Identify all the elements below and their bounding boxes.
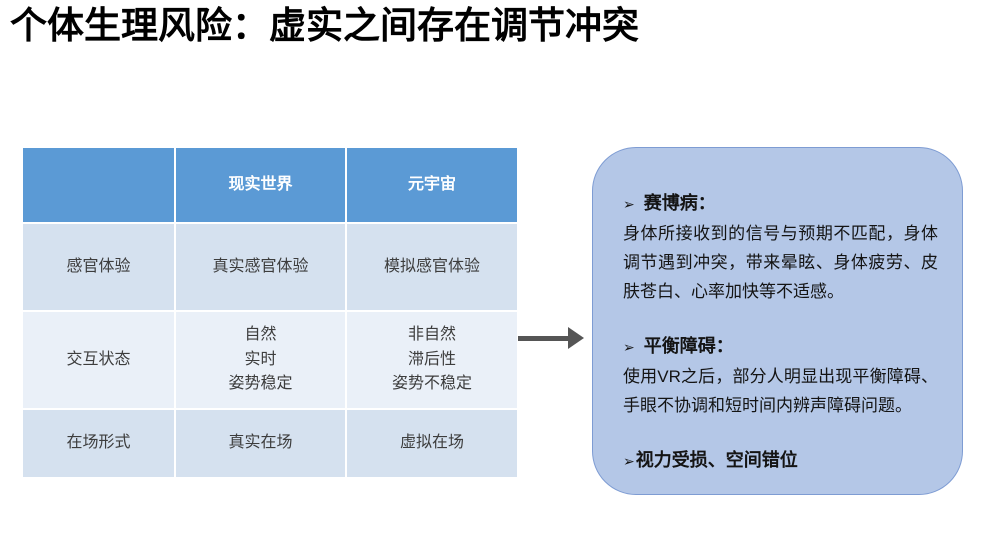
arrowhead-bullet-icon: ➢ (623, 453, 635, 469)
callout-body-text: 使用VR之后，部分人明显出现平衡障碍、手眼不协调和短时间内辨声障碍问题。 (623, 367, 938, 415)
table-row-label-interaction: 交互状态 (23, 312, 174, 408)
right-arrow-connector (518, 327, 584, 349)
callout-heading: ➢ 平衡障碍： (623, 331, 938, 362)
table-row-label-presence: 在场形式 (23, 410, 174, 477)
risk-callout-box: ➢ 赛博病： 身体所接收到的信号与预期不匹配，身体调节遇到冲突，带来晕眩、身体疲劳… (592, 147, 963, 495)
table-cell-interaction-metaverse: 非自然 滞后性 姿势不稳定 (347, 312, 517, 408)
table-cell-presence-metaverse: 虚拟在场 (347, 410, 517, 477)
callout-body-text: 身体所接收到的信号与预期不匹配，身体调节遇到冲突，带来晕眩、身体疲劳、皮肤苍白、… (623, 224, 938, 301)
arrow-head-icon (568, 327, 584, 349)
slide-title: 个体生理风险：虚实之间存在调节冲突 (10, 5, 639, 46)
table-cell-interaction-real: 自然 实时 姿势稳定 (176, 312, 345, 408)
callout-heading: ➢ 赛博病： (623, 188, 938, 219)
callout-heading: ➢视力受损、空间错位 (623, 445, 938, 476)
arrow-shaft (518, 335, 570, 341)
callout-heading-text: 视力受损、空间错位 (635, 450, 798, 470)
callout-section-cybersickness: ➢ 赛博病： 身体所接收到的信号与预期不匹配，身体调节遇到冲突，带来晕眩、身体疲劳… (623, 188, 938, 306)
table-header-real-world: 现实世界 (176, 148, 345, 222)
callout-heading-text: 平衡障碍： (643, 336, 734, 356)
comparison-table: 现实世界 元宇宙 感官体验 真实感官体验 模拟感官体验 交互状态 自然 实时 姿… (23, 148, 517, 477)
table-cell-presence-real: 真实在场 (176, 410, 345, 477)
callout-section-balance-disorder: ➢ 平衡障碍： 使用VR之后，部分人明显出现平衡障碍、手眼不协调和短时间内辨声障碍… (623, 331, 938, 420)
arrowhead-bullet-icon: ➢ (623, 339, 635, 355)
table-cell-sensory-real: 真实感官体验 (176, 224, 345, 310)
table-header-metaverse: 元宇宙 (347, 148, 517, 222)
callout-section-vision-damage: ➢视力受损、空间错位 (623, 445, 938, 476)
arrowhead-bullet-icon: ➢ (623, 196, 635, 212)
table-row-label-sensory: 感官体验 (23, 224, 174, 310)
table-cell-sensory-metaverse: 模拟感官体验 (347, 224, 517, 310)
callout-heading-text: 赛博病： (643, 193, 716, 213)
table-header-blank (23, 148, 174, 222)
